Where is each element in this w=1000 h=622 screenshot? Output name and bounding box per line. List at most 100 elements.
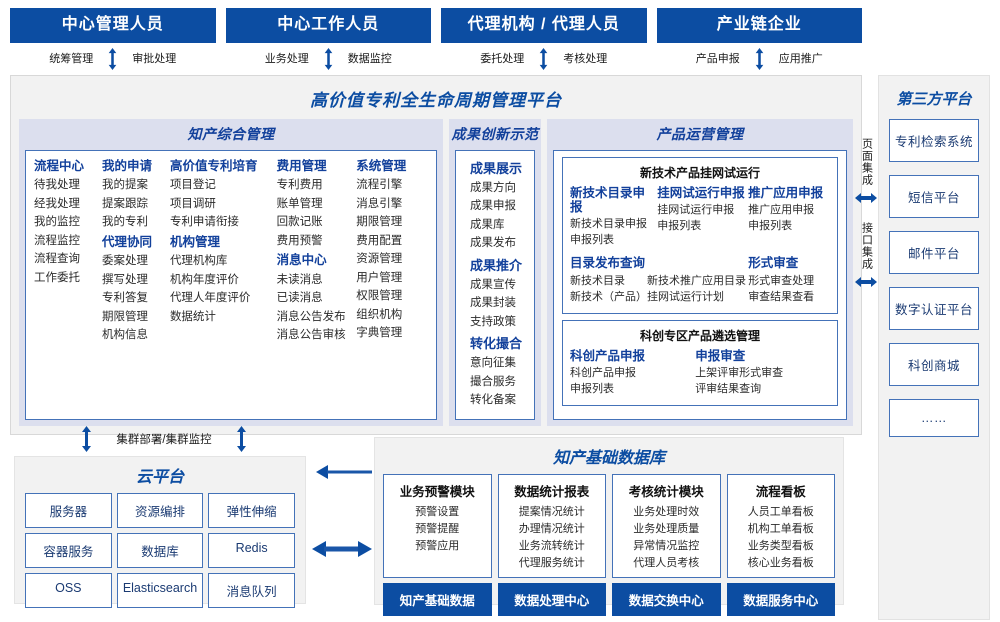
db-card-item-2-2[interactable]: 异常情况监控: [633, 540, 700, 552]
ip-item-4-0-4[interactable]: 资源管理: [356, 253, 403, 266]
cloud-item-0[interactable]: 服务器: [25, 493, 112, 528]
db-card-header-2[interactable]: 考核统计模块: [628, 485, 704, 499]
ach-item-1-2[interactable]: 支持政策: [470, 315, 516, 328]
ip-item-3-1-3[interactable]: 消息公告审核: [276, 329, 346, 342]
db-card-item-0-0[interactable]: 预警设置: [415, 506, 460, 518]
third-party-item-0[interactable]: 专利检索系统: [889, 119, 979, 162]
product-cell-item-0-0-1[interactable]: 申报列表: [570, 234, 614, 247]
db-card-header-0[interactable]: 业务预警模块: [399, 485, 475, 499]
ip-group-header-0-0[interactable]: 流程中心: [34, 158, 85, 173]
db-card-item-1-2[interactable]: 业务流转统计: [518, 540, 585, 552]
role-title-0[interactable]: 中心管理人员: [10, 8, 216, 43]
product-cell-item-0-0-0[interactable]: 新技术目录申报: [570, 218, 647, 231]
db-card-item-3-1[interactable]: 机构工单看板: [747, 523, 814, 535]
ip-item-1-1-3[interactable]: 期限管理: [101, 310, 148, 323]
ip-item-1-0-1[interactable]: 提案跟踪: [101, 197, 148, 210]
ip-item-2-1-1[interactable]: 机构年度评价: [169, 273, 239, 286]
product-cell-item-0-1-0[interactable]: 挂网试运行申报: [657, 203, 735, 216]
ach-item-2-1[interactable]: 撮合服务: [470, 375, 516, 388]
product-cell-header-0-2[interactable]: 推广应用申报: [748, 185, 824, 200]
ip-group-header-2-1[interactable]: 机构管理: [169, 234, 220, 249]
ip-item-1-1-1[interactable]: 撰写处理: [101, 273, 148, 286]
product-cell-header-0-0[interactable]: 新技术目录申报: [570, 185, 646, 214]
ip-item-4-0-2[interactable]: 期限管理: [356, 216, 403, 229]
ip-item-0-0-0[interactable]: 待我处理: [34, 179, 80, 192]
product-cell-item-1-1-0[interactable]: 上架评审形式审查: [695, 367, 784, 380]
ip-item-1-0-0[interactable]: 我的提案: [101, 179, 148, 192]
product-cell-item-0-1-1[interactable]: 申报列表: [657, 219, 702, 232]
ip-item-0-0-3[interactable]: 流程监控: [34, 234, 80, 247]
ip-item-3-0-1[interactable]: 账单管理: [276, 197, 323, 210]
product-cell-header-0-1[interactable]: 挂网试运行申报: [657, 185, 745, 200]
db-card-item-0-2[interactable]: 预警应用: [415, 540, 460, 552]
ip-group-header-3-1[interactable]: 消息中心: [276, 253, 327, 268]
ip-group-header-1-0[interactable]: 我的申请: [101, 158, 152, 173]
ip-item-4-0-6[interactable]: 权限管理: [356, 290, 403, 303]
ip-item-2-1-0[interactable]: 代理机构库: [169, 255, 228, 268]
cloud-item-1[interactable]: 资源编排: [116, 493, 204, 528]
db-card-item-3-3[interactable]: 核心业务看板: [747, 557, 814, 569]
db-card-header-1[interactable]: 数据统计报表: [514, 485, 590, 499]
ip-item-0-0-5[interactable]: 工作委托: [34, 271, 80, 284]
role-title-1[interactable]: 中心工作人员: [225, 8, 431, 43]
db-card-item-1-3[interactable]: 代理服务统计: [518, 557, 585, 569]
ip-item-0-0-4[interactable]: 流程查询: [34, 253, 80, 266]
product-cell2-item-0-0-1[interactable]: 新技术（产品）挂网试运行计划: [570, 290, 724, 303]
ach-item-0-1[interactable]: 成果申报: [470, 200, 516, 213]
product-cell2-item-0-0-0[interactable]: 新技术目录 新技术推广应用目录: [570, 274, 746, 287]
db-footer-2[interactable]: 数据交换中心: [612, 583, 721, 616]
ip-item-4-0-3[interactable]: 费用配置: [356, 234, 403, 247]
db-card-item-2-3[interactable]: 代理人员考核: [633, 557, 700, 569]
ip-item-3-1-1[interactable]: 已读消息: [276, 292, 323, 305]
ip-group-header-2-0[interactable]: 高价值专利培育: [169, 158, 258, 173]
db-card-header-3[interactable]: 流程看板: [755, 485, 806, 499]
third-party-item-2[interactable]: 邮件平台: [889, 231, 979, 274]
db-card-item-3-2[interactable]: 业务类型看板: [747, 540, 814, 552]
ip-group-header-1-1[interactable]: 代理协同: [101, 234, 152, 249]
product-cell2-item-0-1-1[interactable]: 审查结果查看: [748, 290, 815, 303]
ip-item-1-1-2[interactable]: 专利答复: [101, 292, 148, 305]
ip-item-3-1-2[interactable]: 消息公告发布: [276, 310, 346, 323]
ach-item-1-0[interactable]: 成果宣传: [470, 278, 516, 291]
db-card-item-1-0[interactable]: 提案情况统计: [518, 506, 585, 518]
cloud-item-3[interactable]: 容器服务: [25, 533, 112, 568]
ip-item-2-0-0[interactable]: 项目登记: [169, 179, 216, 192]
ip-item-4-0-5[interactable]: 用户管理: [356, 271, 403, 284]
ip-item-3-0-2[interactable]: 回款记账: [276, 216, 323, 229]
ip-item-4-0-0[interactable]: 流程引擎: [356, 179, 403, 192]
db-card-item-3-0[interactable]: 人员工单看板: [747, 506, 814, 518]
db-footer-1[interactable]: 数据处理中心: [497, 583, 606, 616]
ach-item-0-3[interactable]: 成果发布: [470, 237, 516, 250]
ip-item-3-1-0[interactable]: 未读消息: [276, 273, 323, 286]
product-cell2-item-0-1-0[interactable]: 形式审查处理: [748, 274, 815, 287]
cloud-item-2[interactable]: 弹性伸缩: [208, 493, 295, 528]
ip-item-2-1-3[interactable]: 数据统计: [169, 310, 216, 323]
product-cell-item-1-1-1[interactable]: 评审结果查询: [695, 383, 762, 396]
cloud-item-6[interactable]: OSS: [25, 573, 112, 608]
product-cell-item-0-2-1[interactable]: 申报列表: [748, 219, 793, 232]
product-cell2-header-0-0[interactable]: 目录发布查询: [570, 256, 646, 271]
product-cell2-header-0-1[interactable]: 形式审查: [748, 256, 799, 271]
third-party-item-1[interactable]: 短信平台: [889, 175, 979, 218]
ach-item-0-2[interactable]: 成果库: [470, 218, 505, 231]
ip-item-1-0-2[interactable]: 我的专利: [101, 216, 148, 229]
db-footer-0[interactable]: 知产基础数据: [383, 583, 492, 616]
ip-item-3-0-0[interactable]: 专利费用: [276, 179, 323, 192]
db-card-item-2-1[interactable]: 业务处理质量: [633, 523, 700, 535]
ip-item-4-0-7[interactable]: 组织机构: [356, 308, 403, 321]
third-party-item-5[interactable]: ……: [889, 399, 979, 437]
ip-item-2-0-1[interactable]: 项目调研: [169, 197, 216, 210]
ach-item-2-2[interactable]: 转化备案: [470, 394, 516, 407]
cloud-item-7[interactable]: Elasticsearch: [116, 573, 204, 608]
cloud-item-5[interactable]: Redis: [208, 533, 295, 568]
product-cell-header-1-0[interactable]: 科创产品申报: [570, 348, 646, 363]
ip-group-header-4-0[interactable]: 系统管理: [356, 158, 407, 173]
ip-item-4-0-1[interactable]: 消息引擎: [356, 197, 403, 210]
ach-group-header-0[interactable]: 成果展示: [470, 160, 523, 176]
ip-item-3-0-3[interactable]: 费用预警: [276, 234, 323, 247]
ach-item-1-1[interactable]: 成果封装: [470, 297, 516, 310]
role-title-2[interactable]: 代理机构 / 代理人员: [441, 8, 647, 43]
db-footer-3[interactable]: 数据服务中心: [726, 583, 835, 616]
third-party-item-4[interactable]: 科创商城: [889, 343, 979, 386]
ach-group-header-1[interactable]: 成果推介: [470, 257, 523, 273]
